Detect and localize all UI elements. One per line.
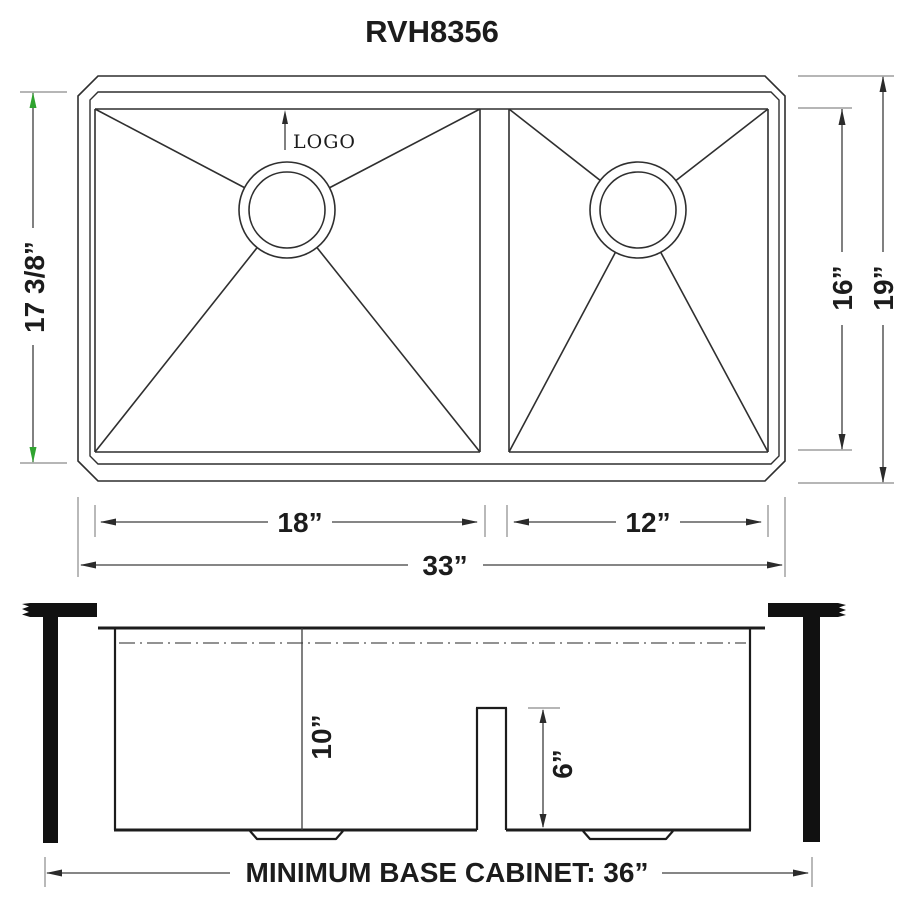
left-countertop-section — [22, 603, 97, 617]
dim-label-18: 18” — [277, 507, 322, 538]
left-drain-inner — [248, 171, 326, 249]
divider-notch — [475, 706, 508, 830]
dim-base-cabinet: MINIMUM BASE CABINET: 36” — [44, 857, 813, 888]
dim-right-bowl-width: 12” — [506, 505, 769, 538]
dim-label-10: 10” — [306, 714, 337, 759]
top-view: LOGO 17 3/8” 16” — [19, 75, 899, 581]
left-cabinet-wall — [43, 617, 58, 843]
right-arrow-icon — [793, 869, 809, 877]
page-title: RVH8356 — [365, 14, 499, 49]
left-arrow-icon — [513, 518, 529, 526]
up-arrow-icon — [539, 709, 547, 723]
front-view: 10” 6” MINIMUM BASE CABINET: 36” — [22, 603, 846, 888]
dim-bowl-front-back: 16” — [798, 107, 858, 451]
right-bowl — [508, 108, 769, 453]
dim-inner-depth: 17 3/8” — [19, 91, 67, 464]
left-drain-bump — [249, 830, 344, 841]
down-arrow-icon — [29, 447, 37, 463]
sink-outer-outline — [77, 75, 786, 482]
dim-label-17-3-8: 17 3/8” — [19, 241, 50, 333]
dim-bowl-depth: 10” — [301, 628, 337, 830]
dim-label-6: 6” — [547, 749, 578, 779]
left-arrow-icon — [80, 561, 96, 569]
right-arrow-icon — [767, 561, 783, 569]
dim-label-19: 19” — [868, 265, 899, 310]
dim-divider-height: 6” — [528, 707, 578, 828]
left-arrow-icon — [100, 518, 116, 526]
up-arrow-icon — [29, 92, 37, 108]
dim-overall-front-back: 19” — [798, 75, 899, 484]
down-arrow-icon — [838, 434, 846, 450]
dim-label-16: 16” — [827, 265, 858, 310]
logo-marker: LOGO — [282, 110, 356, 153]
cabinet-note: MINIMUM BASE CABINET: 36” — [246, 857, 649, 888]
right-cabinet-wall — [803, 617, 820, 842]
left-bowl — [94, 108, 768, 453]
dim-left-bowl-width: 18” — [94, 505, 486, 538]
right-drain-inner — [599, 171, 677, 249]
down-arrow-icon — [879, 467, 887, 483]
down-arrow-icon — [539, 814, 547, 828]
sink-rim-outline — [89, 91, 780, 465]
dim-label-33: 33” — [422, 550, 467, 581]
left-bowl-diagonal-bl — [94, 209, 288, 453]
logo-label: LOGO — [293, 131, 356, 153]
left-arrow-icon — [46, 869, 62, 877]
dim-label-12: 12” — [625, 507, 670, 538]
right-drain-bump — [582, 830, 674, 841]
left-bowl-diagonal-br — [286, 209, 481, 453]
right-countertop-section — [768, 603, 846, 617]
up-arrow-icon — [838, 109, 846, 125]
dim-overall-width: 33” — [77, 497, 786, 581]
up-arrow-icon — [879, 76, 887, 92]
right-arrow-icon — [462, 518, 478, 526]
logo-arrow-icon — [282, 110, 288, 124]
right-arrow-icon — [746, 518, 762, 526]
